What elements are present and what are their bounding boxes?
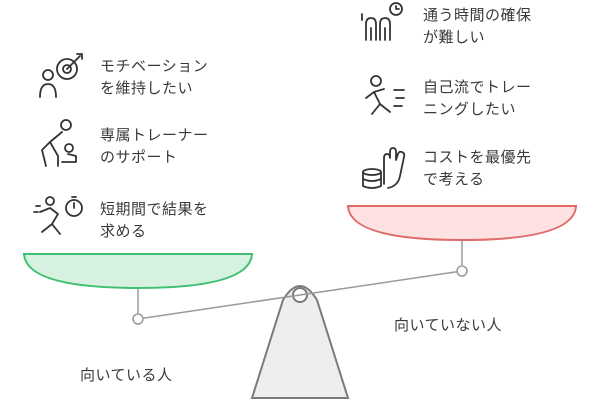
right-caption: 向いていない人: [394, 316, 503, 334]
right-item-commute-line1: 通う時間の確保: [423, 6, 532, 24]
left-item-motivation-line2: を維持したい: [100, 79, 194, 97]
left-item-short-term-line2: 求める: [100, 222, 147, 240]
left-item-trainer-line1: 専属トレーナー: [100, 126, 209, 144]
running-stopwatch-icon: [33, 196, 83, 235]
right-item-self-training: 自己流でトレー ニングしたい: [423, 76, 532, 120]
left-pan-joint: [132, 313, 144, 325]
left-item-motivation: モチベーション を維持したい: [100, 55, 208, 99]
scale-beam: [137, 270, 463, 320]
walking-fingers-clock-icon: [361, 2, 403, 41]
left-pan: [22, 253, 254, 290]
trainer-person-icon: [41, 119, 77, 167]
left-caption: 向いている人: [80, 366, 173, 384]
left-item-short-term-line1: 短期間で結果を: [100, 200, 209, 218]
right-pan-joint: [456, 265, 468, 277]
left-item-trainer: 専属トレーナー のサポート: [100, 124, 209, 168]
right-item-cost: コストを最優先 で考える: [423, 146, 532, 190]
left-item-trainer-line2: のサポート: [100, 148, 178, 166]
right-item-self-training-line2: ニングしたい: [423, 100, 517, 118]
left-item-short-term: 短期間で結果を 求める: [100, 198, 209, 242]
right-item-commute-line2: が難しい: [423, 28, 486, 46]
right-pan: [346, 205, 578, 242]
right-item-commute: 通う時間の確保 が難しい: [423, 4, 532, 48]
dart-target-person-icon: [39, 53, 83, 98]
right-item-self-training-line1: 自己流でトレー: [423, 78, 532, 96]
scale-stand: [250, 285, 350, 399]
right-item-cost-line1: コストを最優先: [423, 148, 532, 166]
right-item-cost-line2: で考える: [423, 170, 485, 188]
self-running-person-icon: [365, 75, 405, 115]
hand-coins-icon: [362, 147, 406, 189]
left-item-motivation-line1: モチベーション: [100, 57, 209, 75]
